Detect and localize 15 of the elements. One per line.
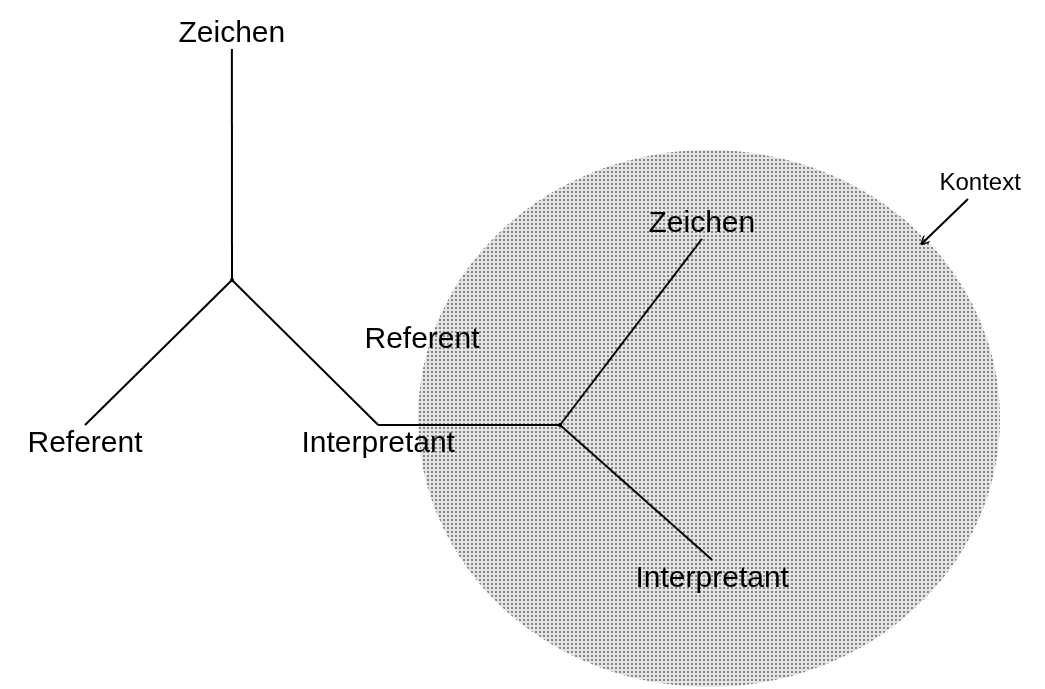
context-label: Kontext [939,165,1021,199]
connector-line [377,424,561,426]
arrow [920,198,969,246]
term-text: Zeichen [648,205,756,239]
term-text: Zeichen [178,15,286,49]
junction-point [558,423,562,427]
connector-line [231,279,380,426]
connector-line [230,48,233,281]
term-text: Interpretant [301,425,455,459]
term-text: Referent [27,425,143,459]
term-text: Interpretant [635,560,789,594]
connector-line [559,424,714,561]
connector-line [84,279,233,426]
junction-point [230,278,234,282]
edge-label: Referent [364,321,480,355]
